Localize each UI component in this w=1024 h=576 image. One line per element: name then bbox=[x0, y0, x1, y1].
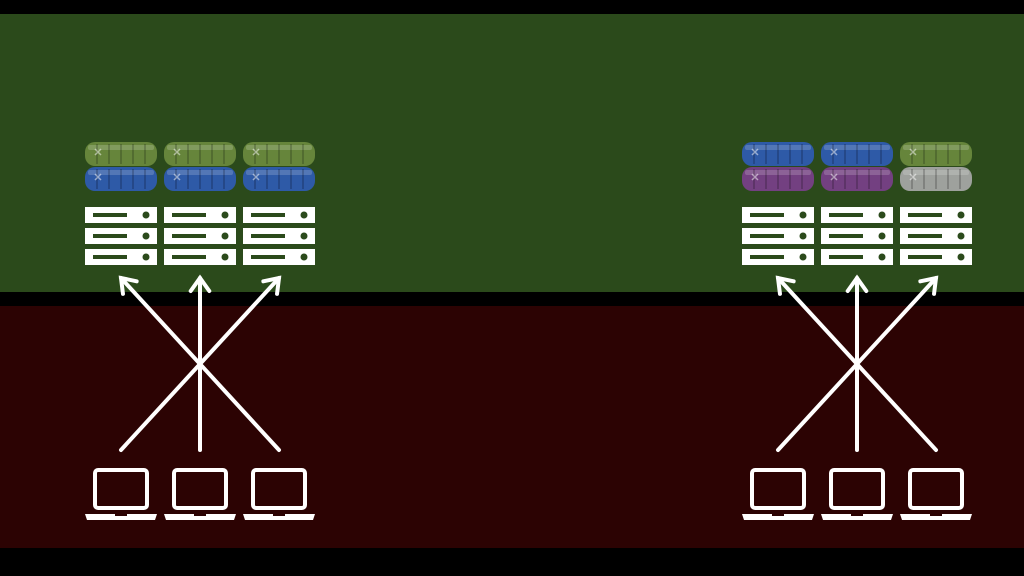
container-capsule-icon bbox=[164, 167, 236, 191]
server-rack-icon bbox=[742, 207, 814, 265]
container-capsule-icon bbox=[164, 142, 236, 166]
arrow-up-icon bbox=[118, 275, 281, 452]
laptop-icon bbox=[821, 468, 893, 520]
server-rack-icon bbox=[821, 207, 893, 265]
container-capsule-icon bbox=[742, 142, 814, 166]
laptop-icon bbox=[742, 468, 814, 520]
laptop-icon bbox=[85, 468, 157, 520]
server-rack-icon bbox=[900, 207, 972, 265]
container-capsule-icon bbox=[900, 142, 972, 166]
server-rack-icon bbox=[85, 207, 157, 265]
right-cluster bbox=[742, 142, 972, 520]
container-capsule-icon bbox=[243, 167, 315, 191]
container-capsule-icon bbox=[243, 142, 315, 166]
container-capsule-icon bbox=[85, 142, 157, 166]
left-cluster bbox=[85, 142, 315, 520]
container-capsule-icon bbox=[900, 167, 972, 191]
container-capsule-icon bbox=[742, 167, 814, 191]
laptop-icon bbox=[243, 468, 315, 520]
arrow-up-icon bbox=[775, 275, 938, 452]
server-rack-icon bbox=[243, 207, 315, 265]
server-rack-icon bbox=[164, 207, 236, 265]
laptop-icon bbox=[164, 468, 236, 520]
container-capsule-icon bbox=[85, 167, 157, 191]
laptop-icon bbox=[900, 468, 972, 520]
container-capsule-icon bbox=[821, 167, 893, 191]
container-capsule-icon bbox=[821, 142, 893, 166]
